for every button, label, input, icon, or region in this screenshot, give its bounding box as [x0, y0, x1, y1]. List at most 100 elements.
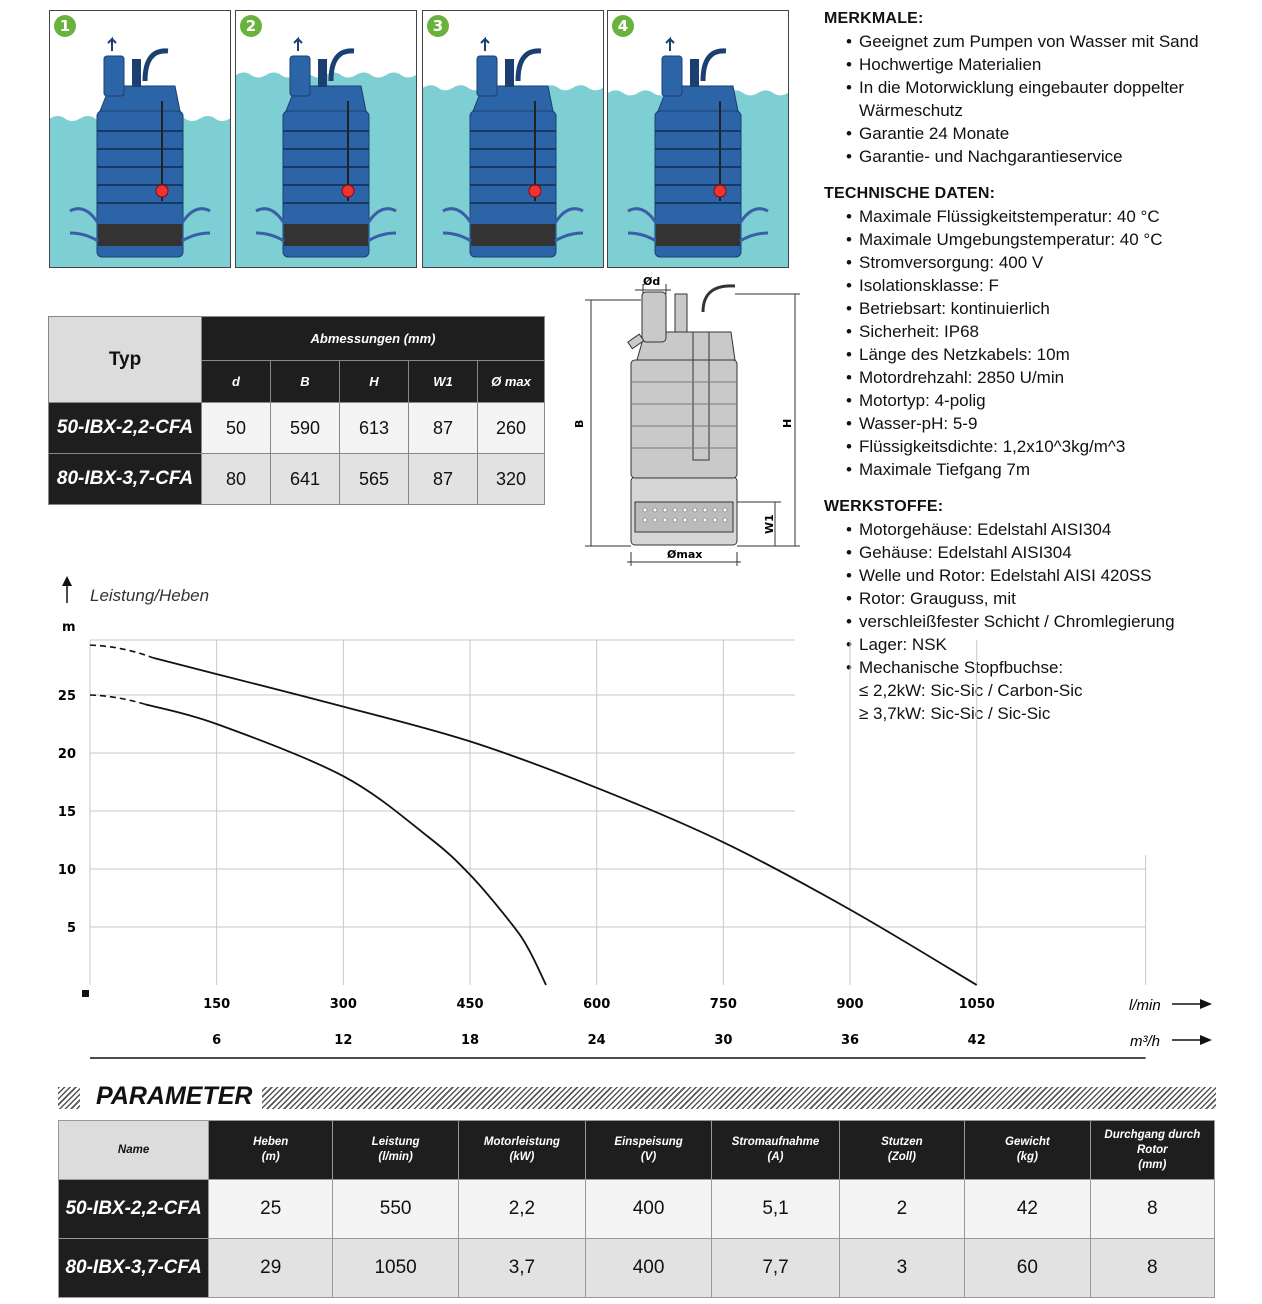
- x-tick-label: 750: [710, 997, 737, 1012]
- header-label: Durchgang durch Rotor: [1104, 1128, 1201, 1156]
- list-item-text: Wärmeschutz: [859, 101, 963, 120]
- cell: 613: [339, 402, 409, 454]
- bullet-icon: •: [846, 253, 852, 272]
- parameter-header-cell: Name: [57, 1120, 210, 1180]
- header-unit: (V): [640, 1151, 657, 1163]
- list-item: •Isolationsklasse: F: [824, 274, 1254, 297]
- cell: 87: [408, 453, 478, 505]
- bullet-icon: •: [846, 414, 852, 433]
- header-label: Einspeisung: [614, 1136, 683, 1148]
- list-item-text: Gehäuse: Edelstahl AISI304: [859, 543, 1072, 562]
- arrow-icon: [1200, 999, 1212, 1009]
- list-item: •Garantie- und Nachgarantieservice: [824, 145, 1254, 168]
- list-item-text: In die Motorwicklung eingebauter doppelt…: [859, 78, 1185, 97]
- parameter-title: PARAMETER: [94, 1082, 263, 1111]
- x2-axis-label: m³/h: [1130, 1033, 1160, 1050]
- header-unit: (kg): [1016, 1151, 1038, 1163]
- step-number-badge: 2: [240, 15, 262, 37]
- performance-curve: [153, 657, 978, 986]
- cell: 400: [584, 1238, 713, 1298]
- pump-panel: 3: [422, 10, 604, 268]
- bullet-icon: •: [846, 230, 852, 249]
- list-item-text: verschleißfester Schicht / Chromlegierun…: [859, 612, 1175, 631]
- x2-tick-label: 18: [461, 1033, 479, 1048]
- list-item-text: Betriebsart: kontinuierlich: [859, 299, 1050, 318]
- parameter-header-cell: Stutzen(Zoll): [838, 1120, 966, 1180]
- header-label: Name: [117, 1144, 150, 1156]
- list-item-text: Sicherheit: IP68: [859, 322, 980, 341]
- arrow-icon: [1200, 1035, 1212, 1045]
- bullet-icon: •: [846, 437, 852, 456]
- header-label: Leistung: [371, 1136, 420, 1148]
- list-item-text: Geeignet zum Pumpen von Wasser mit Sand: [859, 32, 1199, 51]
- list-item-text: Wasser-pH: 5-9: [859, 414, 978, 433]
- pump-panel: 2: [235, 10, 417, 268]
- x2-tick-label: 42: [968, 1033, 986, 1048]
- table-row: 80-IBX-3,7-CFA 80 641 565 87 320: [48, 453, 545, 505]
- step-number-badge: 1: [54, 15, 76, 37]
- arrow-icon: [62, 576, 72, 586]
- list-item: •Welle und Rotor: Edelstahl AISI 420SS: [824, 564, 1254, 587]
- werkstoffe-list: • Motorgehäuse: Edelstahl AISI304 • Gehäuse…: [824, 518, 1254, 725]
- y-tick-label: 25: [58, 689, 76, 704]
- dimension-table: Typ Abmessungen (mm) d B H W1 Ø max 50-I…: [48, 316, 545, 505]
- list-item-text: Flüssigkeitsdichte: 1,2x10^3kg/m^3: [859, 437, 1126, 456]
- list-item-text: Maximale Umgebungstemperatur: 40 °C: [859, 230, 1163, 249]
- cell: 320: [477, 453, 545, 505]
- bullet-icon: •: [846, 658, 852, 677]
- list-item: ≥ 3,7kW: Sic-Sic / Sic-Sic: [824, 702, 1254, 725]
- list-item-text: Länge des Netzkabels: 10m: [859, 345, 1070, 364]
- x2-tick-label: 6: [212, 1033, 221, 1048]
- chart-title: Leistung/Heben: [90, 586, 209, 605]
- curve-dashed-segment: [89, 694, 146, 706]
- parameter-header-cell: Durchgang durch Rotor(mm): [1089, 1120, 1216, 1180]
- list-item: •Länge des Netzkabels: 10m: [824, 343, 1254, 366]
- list-item-text: Rotor: Grauguss, mit: [859, 589, 1016, 608]
- merkmale-list: • Geeignet zum Pumpen von Wasser mit Sand…: [824, 30, 1254, 168]
- parameter-header-cell: Einspeisung (V): [584, 1120, 713, 1180]
- model-name: 50-IBX-2,2-CFA: [48, 402, 202, 454]
- label-w1: W1: [763, 514, 776, 534]
- cell: 25: [208, 1179, 334, 1239]
- list-item: •Lager: NSK: [824, 633, 1254, 656]
- y-tick-label: 10: [58, 863, 76, 878]
- parameter-header-cell: Gewicht(kg): [964, 1120, 1091, 1180]
- parameter-header-cell: Stromaufnahme(A): [711, 1120, 840, 1180]
- x2-tick-label: 24: [588, 1033, 606, 1048]
- x-axis-label: l/min: [1129, 997, 1161, 1014]
- technical-drawing: Ød B H W1 Ømax: [575, 275, 800, 566]
- cell: 29: [208, 1238, 334, 1298]
- list-item: ≤ 2,2kW: Sic-Sic / Carbon-Sic: [824, 679, 1254, 702]
- list-item: •Rotor: Grauguss, mit: [824, 587, 1254, 610]
- list-item-text: Maximale Flüssigkeitstemperatur: 40 °C: [859, 207, 1160, 226]
- step-number-badge: 3: [427, 15, 449, 37]
- list-item-text: Maximale Tiefgang 7m: [859, 460, 1031, 479]
- model-name: 80-IBX-3,7-CFA: [57, 1238, 210, 1298]
- header-unit: (Zoll): [887, 1151, 916, 1163]
- step-number-badge: 4: [612, 15, 634, 37]
- cell: 590: [270, 402, 340, 454]
- bullet-icon: •: [846, 368, 852, 387]
- cell: 641: [270, 453, 340, 505]
- list-item: •Garantie 24 Monate: [824, 122, 1254, 145]
- y-tick-label: 15: [58, 805, 76, 820]
- list-item: •Hochwertige Materialien: [824, 53, 1254, 76]
- list-item-text: Motortyp: 4-polig: [859, 391, 986, 410]
- hatch-right: [254, 1087, 1216, 1109]
- x-tick-label: 900: [836, 997, 863, 1012]
- list-item: •Motortyp: 4-polig: [824, 389, 1254, 412]
- cell: 8: [1089, 1238, 1216, 1298]
- bullet-icon: •: [846, 566, 852, 585]
- origin-marker: [82, 990, 89, 997]
- cell: 400: [584, 1179, 713, 1239]
- list-item: •verschleißfester Schicht / Chromlegieru…: [824, 610, 1254, 633]
- cell: 565: [339, 453, 409, 505]
- cell: 80: [201, 453, 271, 505]
- bullet-icon: •: [846, 147, 852, 166]
- list-item-text: Stromversorgung: 400 V: [859, 253, 1044, 272]
- bullet-icon: •: [846, 520, 852, 539]
- list-item-text: Motorgehäuse: Edelstahl AISI304: [859, 520, 1112, 539]
- cell: 1050: [332, 1238, 459, 1298]
- x2-tick-label: 36: [841, 1033, 859, 1048]
